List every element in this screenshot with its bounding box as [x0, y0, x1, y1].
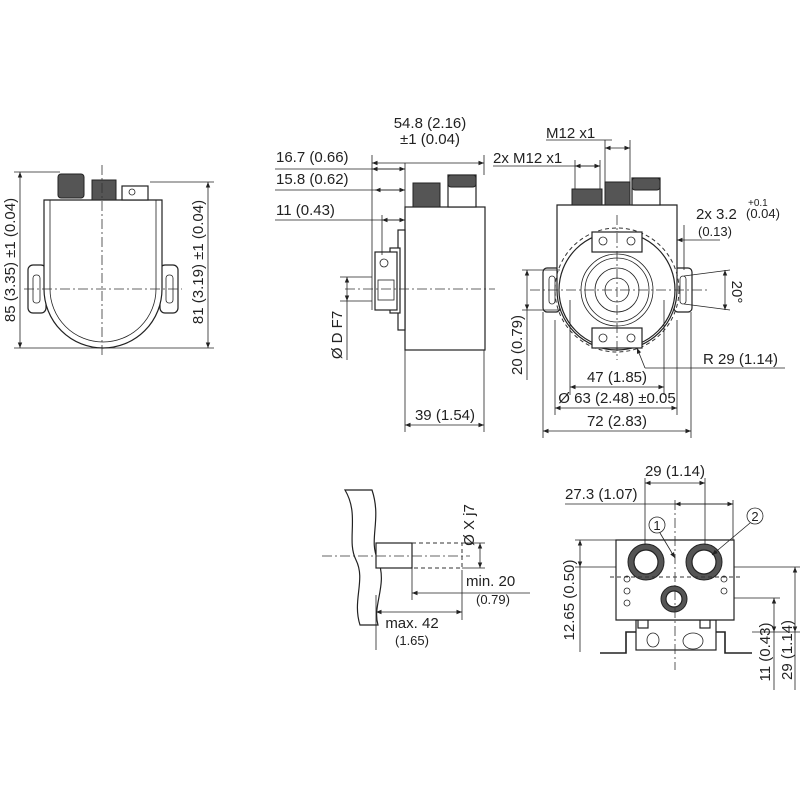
dim-max: max. 42 — [385, 615, 438, 632]
dim-height-11: 11 (0.43) — [757, 623, 774, 682]
dim-radius: R 29 (1.14) — [703, 351, 778, 368]
dim-thread-double: 2x M12 x1 — [493, 150, 562, 167]
dim-max-inch: (1.65) — [395, 633, 429, 648]
dim-slot: 2x 3.2 — [696, 206, 737, 223]
dim-min: min. 20 — [466, 573, 515, 590]
dim-angle: 20° — [728, 281, 745, 304]
dim-height-total: 85 (3.35) ±1 (0.04) — [2, 198, 19, 322]
connector-view: 29 (1.14) 27.3 (1.07) 1 2 12.65 (0.50) 1… — [561, 463, 800, 690]
dim-47: 47 (1.85) — [587, 369, 647, 386]
dim-length: 54.8 (2.16) — [394, 115, 467, 132]
dim-offset: 20 (0.79) — [509, 315, 526, 375]
dim-offset-27: 27.3 (1.07) — [565, 486, 638, 503]
front-view: M12 x1 2x M12 x1 2x 3.2 +0.1 (0.04) (0.1… — [493, 125, 785, 438]
shaft-view: Ø X j7 min. 20 (0.79) max. 42 (1.65) — [322, 489, 530, 650]
dim-height-29: 29 (1.14) — [779, 620, 796, 680]
dim-height-body: 81 (3.19) ±1 (0.04) — [190, 200, 207, 324]
dim-11: 11 (0.43) — [276, 202, 335, 219]
callout-1: 1 — [653, 518, 660, 533]
dim-depth: 39 (1.54) — [415, 407, 475, 424]
dim-min-inch: (0.79) — [476, 592, 510, 607]
dim-height-12-65: 12.65 (0.50) — [561, 560, 578, 641]
dim-bore: Ø D F7 — [329, 311, 346, 359]
callout-2: 2 — [751, 509, 758, 524]
dim-72: 72 (2.83) — [587, 413, 647, 430]
dim-spacing: 29 (1.14) — [645, 463, 705, 480]
dim-15-8: 15.8 (0.62) — [276, 171, 349, 188]
dim-slot-inch: (0.13) — [698, 224, 732, 239]
left-view: 85 (3.35) ±1 (0.04) 81 (3.19) ±1 (0.04) — [2, 165, 214, 355]
side-view: 54.8 (2.16) ±1 (0.04) 16.7 (0.66) 15.8 (… — [275, 115, 495, 432]
dim-dia-63: Ø 63 (2.48) ±0.05 — [558, 390, 675, 407]
dim-16-7: 16.7 (0.66) — [276, 149, 349, 166]
dim-shaft-dia: Ø X j7 — [461, 504, 478, 546]
dim-slot-tol-upper: +0.1 — [748, 198, 768, 209]
dim-length-tol: ±1 (0.04) — [400, 131, 460, 148]
dim-thread-single: M12 x1 — [546, 125, 595, 142]
dim-slot-tol-lower: (0.04) — [746, 206, 780, 221]
